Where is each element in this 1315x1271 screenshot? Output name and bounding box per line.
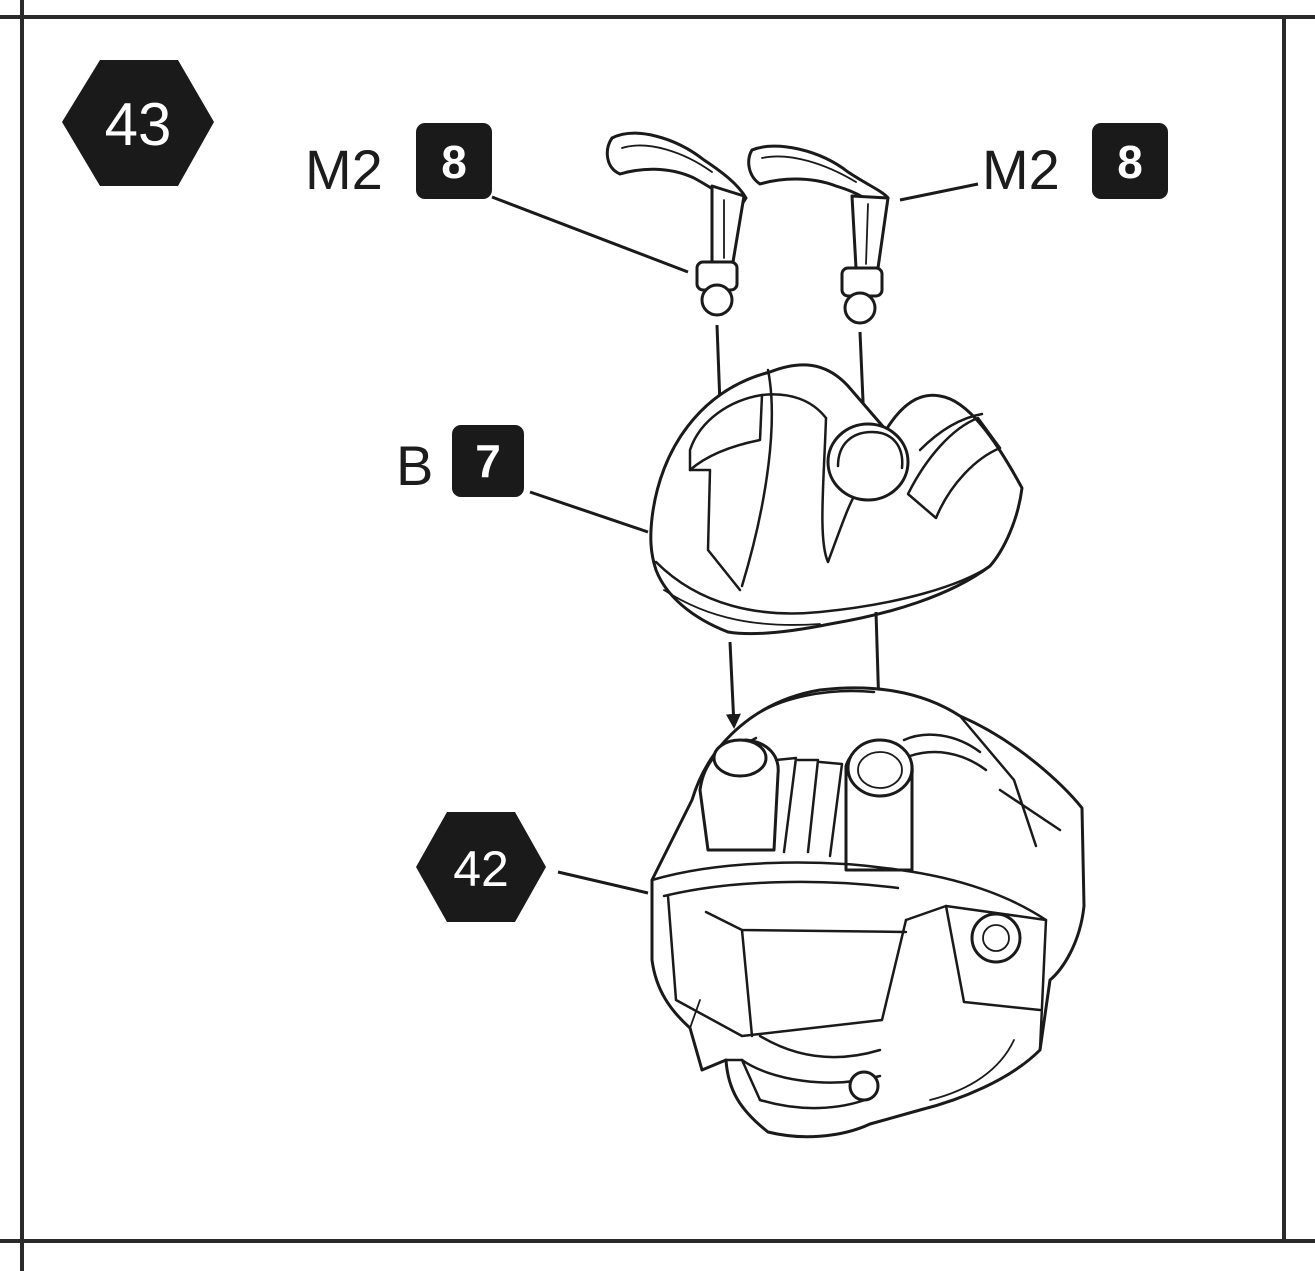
subassembly-number-label: 42 bbox=[453, 841, 509, 897]
antenna-left-part bbox=[605, 131, 748, 317]
runner-label: B bbox=[396, 434, 433, 497]
subassembly-hexagon: 42 bbox=[416, 812, 546, 922]
step-number-label: 43 bbox=[105, 91, 172, 158]
part-number-label: 8 bbox=[1117, 136, 1143, 188]
head-subassembly-42 bbox=[650, 686, 1086, 1139]
part-label-b-7: B 7 bbox=[396, 425, 524, 497]
leader-lines bbox=[491, 182, 979, 895]
part-label-m2-8-left: M2 8 bbox=[305, 123, 492, 201]
part-number-label: 7 bbox=[475, 435, 501, 487]
runner-label: M2 bbox=[305, 138, 383, 201]
part-label-m2-8-right: M2 8 bbox=[982, 123, 1168, 201]
head-top-part-b7 bbox=[649, 363, 1024, 636]
step-number-hexagon: 43 bbox=[62, 60, 214, 186]
antenna-right-part bbox=[747, 144, 890, 325]
part-number-label: 8 bbox=[441, 136, 467, 188]
runner-label: M2 bbox=[982, 138, 1060, 201]
